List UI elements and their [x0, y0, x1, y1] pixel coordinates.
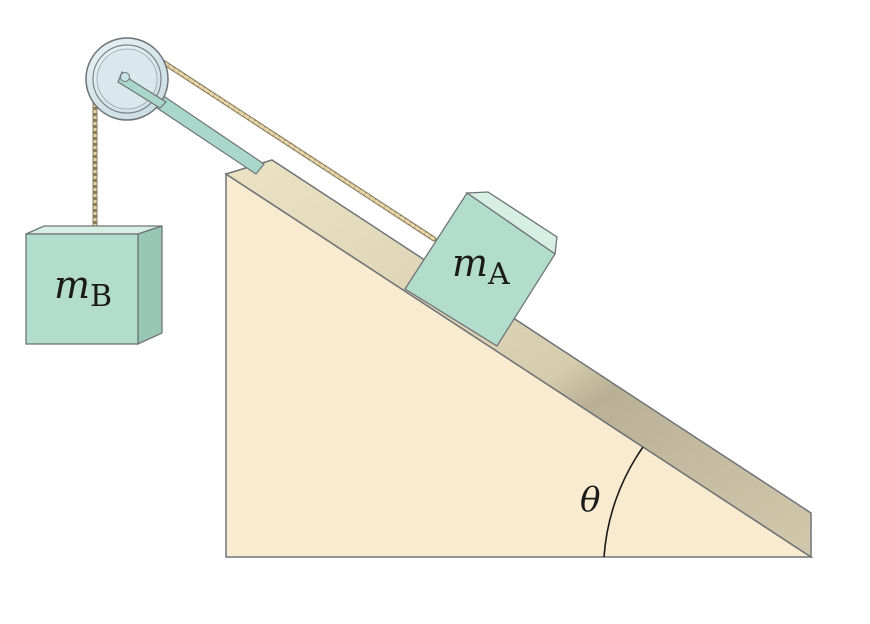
block-b-label: mB — [54, 263, 112, 314]
pulley-rim — [92, 44, 162, 114]
block-b-front — [25, 233, 139, 345]
block-b-label-subscript: B — [90, 279, 112, 314]
block-a-label-subscript: A — [487, 257, 510, 292]
incline-wedge — [224, 159, 814, 559]
angle-label: θ — [580, 480, 600, 520]
pulley — [85, 37, 169, 121]
block-a-label: mA — [452, 241, 510, 292]
rope-to-block-a — [157, 57, 437, 242]
block-b-side — [137, 225, 163, 346]
angle-arc — [603, 446, 644, 558]
block-a: mA — [404, 191, 558, 347]
pulley-axle — [120, 72, 130, 82]
block-b: mB — [25, 225, 163, 346]
block-a-front — [404, 192, 556, 347]
block-a-label-symbol: m — [452, 241, 488, 285]
block-b-label-symbol: m — [54, 263, 90, 307]
